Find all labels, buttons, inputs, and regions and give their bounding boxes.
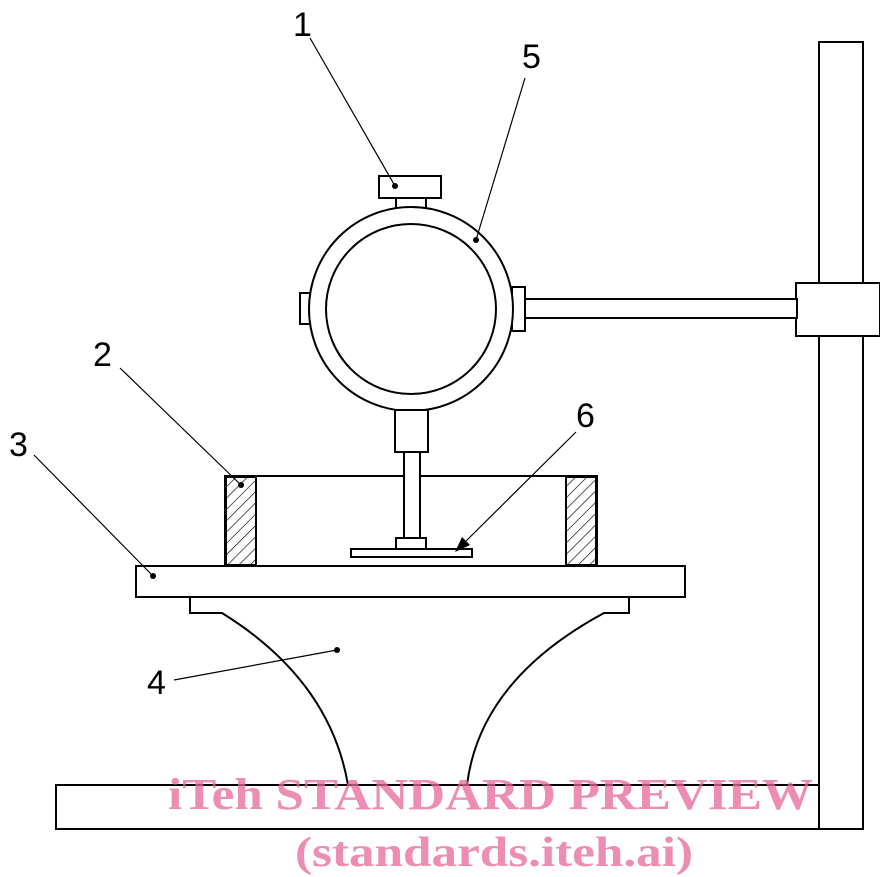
watermark-line-2: (standards.iteh.ai) (295, 830, 693, 876)
base-plate (55, 784, 821, 830)
leader-dot-2 (238, 482, 244, 488)
callout-2: 2 (93, 336, 112, 374)
support-pedestal (189, 596, 630, 786)
ring-wall-left (225, 476, 257, 566)
leader-dot-5 (473, 237, 479, 243)
callout-1: 1 (293, 6, 312, 44)
gauge-top-cap (378, 175, 442, 199)
leader-dot-4 (334, 647, 340, 653)
callout-4: 4 (147, 664, 166, 702)
leader-line-6 (461, 431, 577, 546)
dial-gauge-face (325, 223, 497, 395)
leader-arrow-6 (455, 537, 470, 552)
callout-6: 6 (576, 397, 595, 435)
leader-line-5 (475, 77, 526, 241)
specimen-plate (350, 548, 473, 558)
column-clamp (795, 282, 880, 337)
leader-line-2 (119, 367, 242, 486)
callout-5: 5 (522, 38, 541, 76)
gauge-stem-sleeve (394, 409, 429, 453)
leader-line-3 (33, 454, 154, 577)
callout-3: 3 (9, 426, 28, 464)
table-plate (135, 565, 686, 598)
watermark-line-1: iTeh STANDARD PREVIEW (168, 770, 813, 819)
leader-dot-1 (392, 183, 398, 189)
gauge-spindle (403, 451, 421, 539)
leader-line-4 (173, 649, 338, 681)
leader-line-1 (309, 37, 396, 187)
ring-wall-right (565, 476, 597, 566)
horizontal-arm (522, 298, 798, 319)
leader-dot-3 (150, 573, 156, 579)
stand-column (818, 41, 864, 830)
